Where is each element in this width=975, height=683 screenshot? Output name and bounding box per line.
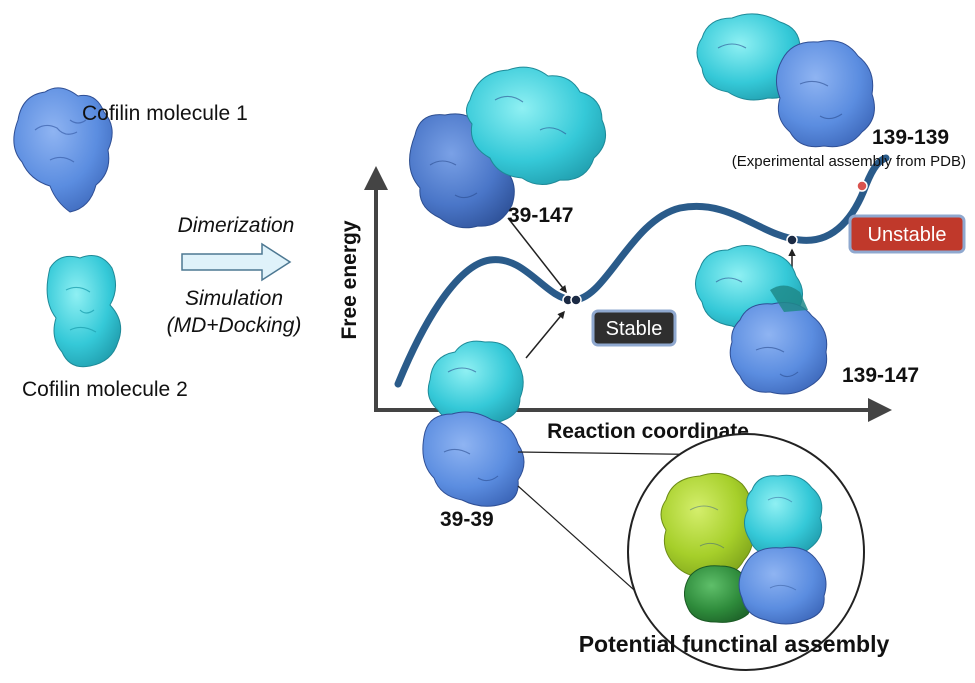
left-panel: Cofilin molecule 1 Cofilin molecule 2 Di…	[13, 87, 302, 401]
unstable-badge: Unstable	[848, 214, 966, 254]
y-axis-label: Free energy	[338, 220, 361, 339]
inset-caption: Potential functinal assembly	[579, 631, 890, 657]
stable-badge-label: Stable	[606, 318, 663, 340]
functional-assembly-inset: Potential functinal assembly	[579, 433, 890, 671]
assembly-139-139-label: 139-139	[872, 126, 949, 149]
simulation-label: Simulation	[185, 287, 283, 310]
assembly-39-39-structure	[422, 340, 525, 507]
pointer-39-147	[507, 217, 567, 294]
cofilin-molecule-2-structure	[46, 255, 122, 368]
md-docking-label: (MD+Docking)	[167, 314, 302, 337]
assembly-139-147-structure	[695, 245, 828, 395]
local-minimum-marker	[786, 234, 798, 246]
assembly-39-147-structure	[409, 66, 607, 229]
cofilin-molecule-1-label: Cofilin molecule 1	[82, 102, 248, 125]
cofilin-molecule-2-label: Cofilin molecule 2	[22, 378, 188, 401]
assembly-139-139-note: (Experimental assembly from PDB)	[732, 153, 966, 170]
assembly-39-39-label: 39-39	[440, 508, 494, 531]
cofilin-molecule-1-structure	[13, 87, 113, 213]
stable-minimum-marker	[562, 294, 582, 306]
process-arrow	[181, 242, 292, 282]
pointer-39-39	[525, 310, 565, 359]
unstable-badge-label: Unstable	[868, 224, 947, 246]
unstable-marker	[856, 180, 868, 192]
free-energy-curve	[394, 154, 890, 388]
assembly-139-147-label: 139-147	[842, 364, 919, 387]
assembly-139-139-structure	[696, 13, 875, 148]
assembly-39-147-label: 39-147	[508, 204, 573, 227]
x-axis-label: Reaction coordinate	[547, 420, 749, 443]
dimerization-label: Dimerization	[178, 214, 295, 237]
stable-badge: Stable	[591, 309, 677, 347]
